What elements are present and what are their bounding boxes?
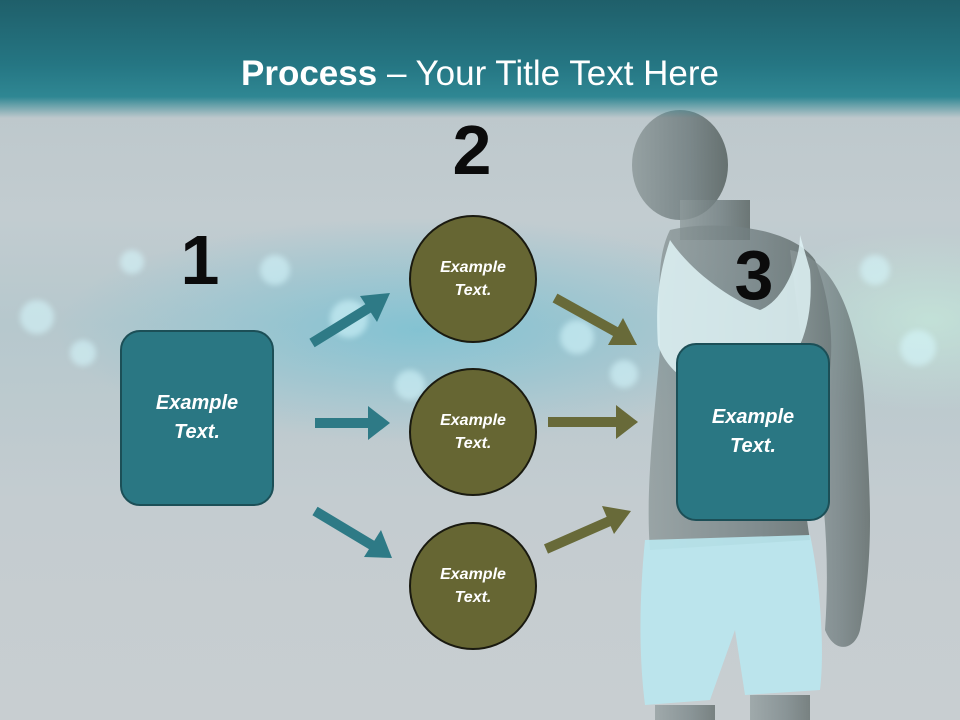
arrow-2b-to-3-head [616,405,638,439]
step-2-circle-middle[interactable]: Example Text. [409,368,537,496]
title-bar [0,0,960,118]
arrow-1-to-2c-head [364,530,392,558]
step-number-1: 1 [180,221,220,299]
arrow-1-to-2a [309,301,375,348]
title-rest: – Your Title Text Here [377,54,719,93]
step-2-bottom-text: Example Text. [440,566,506,606]
step-2-circle-bottom[interactable]: Example Text. [409,522,537,650]
step-3-box[interactable]: Example Text. [676,343,830,521]
arrow-1-to-2c [312,506,378,552]
bokeh-light [610,360,638,388]
step-number-3: 3 [734,236,774,314]
arrow-2c-to-3-head [602,506,631,534]
bokeh-light [860,255,890,285]
step-3-text: Example Text. [711,406,795,457]
arrow-1-to-2a-head [360,293,390,322]
slide-title: Process – Your Title Text Here [0,52,960,96]
arrow-1-to-2b-head [368,406,390,440]
title-bold: Process [241,54,378,93]
step-number-2: 2 [452,111,492,189]
bokeh-light [900,330,936,366]
bokeh-light [560,320,594,354]
bokeh-light [260,255,290,285]
arrow-2c-to-3 [543,515,615,554]
step-2-circle-top[interactable]: Example Text. [409,215,537,343]
bokeh-light [120,250,144,274]
bokeh-light [20,300,54,334]
step-1-box[interactable]: Example Text. [120,330,274,506]
arrow-2a-to-3 [552,293,621,338]
bokeh-light [70,340,96,366]
step-2-middle-text: Example Text. [440,412,506,452]
arrow-2a-to-3-head [608,318,637,345]
step-1-text: Example Text. [155,392,239,443]
step-2-top-text: Example Text. [440,259,506,299]
